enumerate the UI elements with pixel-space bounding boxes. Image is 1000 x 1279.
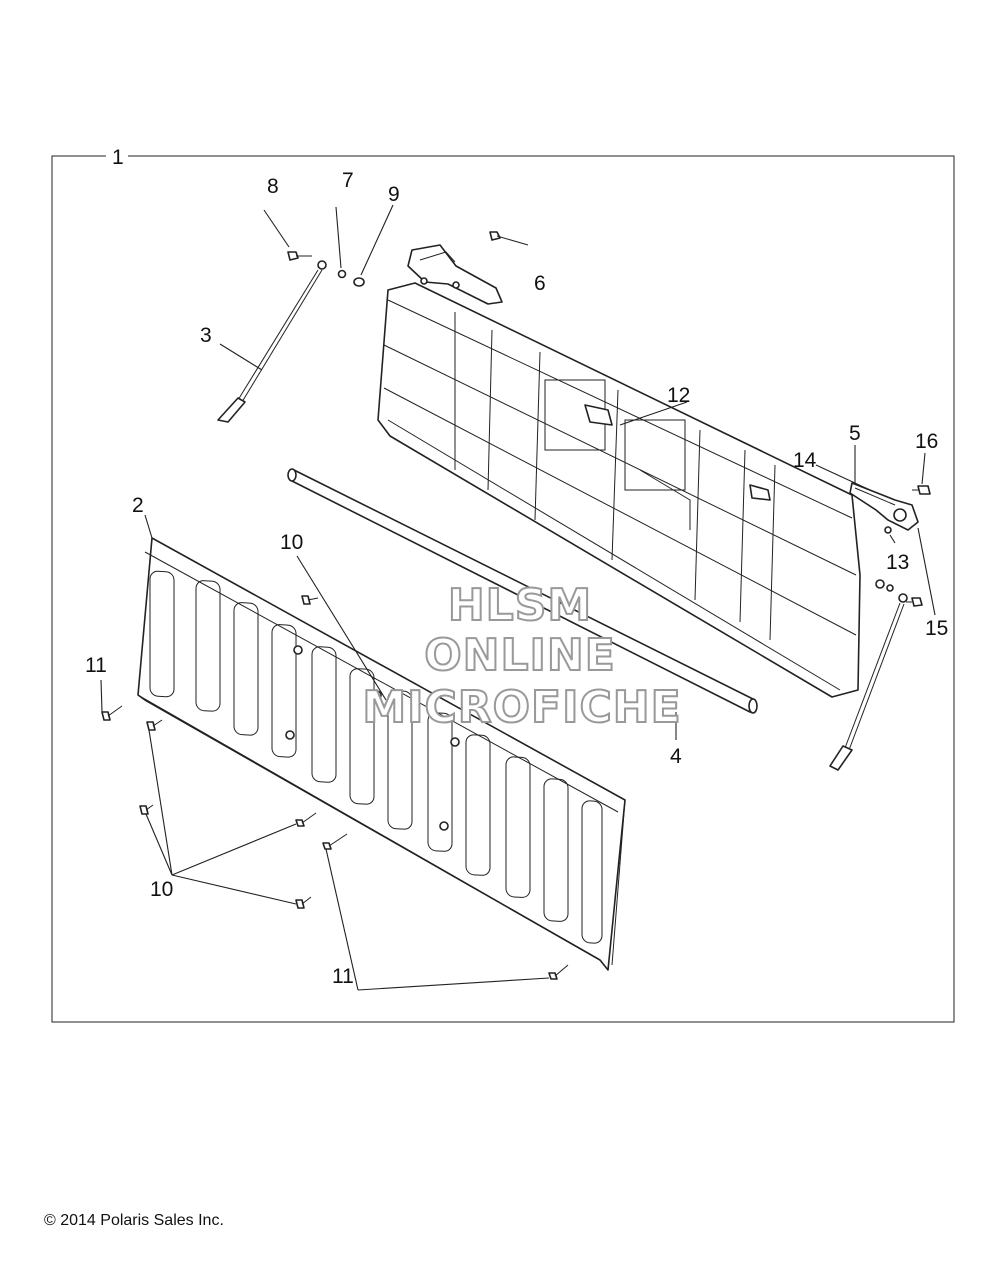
callout-13: 13	[886, 551, 909, 574]
callout-10-bottom: 10	[150, 878, 173, 901]
copyright-notice: © 2014 Polaris Sales Inc.	[44, 1212, 224, 1229]
watermark: HLSM ONLINE MICROFICHE	[361, 579, 681, 734]
callout-1: 1	[112, 146, 124, 169]
watermark-line-2: ONLINE	[424, 630, 616, 681]
callout-15: 15	[925, 617, 948, 640]
support-rod	[287, 468, 758, 714]
callout-4: 4	[670, 745, 682, 768]
watermark-line-1: HLSM	[448, 580, 592, 631]
callout-8: 8	[267, 175, 279, 198]
nut-7	[337, 269, 347, 279]
hinge-bracket	[849, 482, 919, 534]
washer-9	[353, 277, 365, 287]
watermark-line-3: MICROFICHE	[362, 682, 681, 733]
right-cable	[829, 593, 908, 771]
callout-12: 12	[667, 384, 690, 407]
latch-handle	[407, 244, 503, 305]
tailgate-outer-panel	[137, 537, 626, 971]
screw-8	[287, 251, 312, 261]
callout-6: 6	[534, 272, 546, 295]
callout-5: 5	[849, 422, 861, 445]
screw-6	[489, 231, 529, 246]
callout-2: 2	[132, 494, 144, 517]
callout-11-left: 11	[85, 654, 107, 677]
leader-lines	[100, 204, 936, 991]
tailgate-inner-panel	[377, 282, 861, 698]
callout-7: 7	[342, 169, 354, 192]
washer-right	[875, 579, 885, 589]
callout-16: 16	[915, 430, 938, 453]
callout-11-bottom: 11	[332, 965, 354, 988]
callout-9: 9	[388, 183, 400, 206]
callout-3: 3	[200, 324, 212, 347]
assembly-frame	[51, 155, 955, 1023]
callout-labels: 1 2 3 4 5 6 7 8 9 10 11 12 13 14 15 16 1…	[85, 146, 948, 988]
left-cable	[217, 260, 327, 423]
screw-16	[912, 485, 931, 495]
screw-15	[906, 597, 923, 607]
nut-right	[886, 584, 894, 592]
callout-10-top: 10	[280, 531, 303, 554]
callout-14: 14	[793, 449, 817, 472]
fasteners	[101, 595, 569, 980]
